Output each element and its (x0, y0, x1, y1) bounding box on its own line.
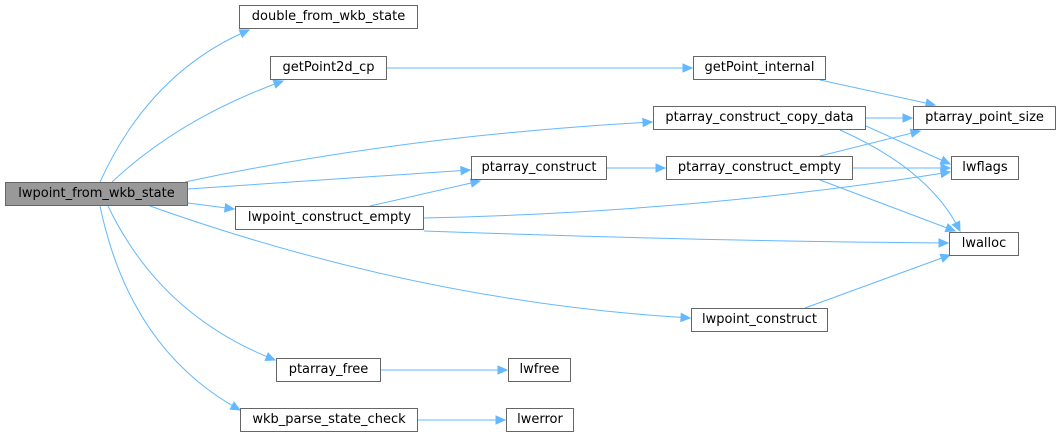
arrowhead-pccd-to-lwflags (939, 155, 952, 165)
edge-root-to-pccd (184, 121, 653, 183)
node-ptarray-point-size[interactable]: ptarray_point_size (913, 106, 1056, 130)
arrowhead-lpc-to-lwalloc (939, 253, 952, 263)
arrowhead-root-to-pc (460, 165, 472, 176)
arrowhead-pce-to-pps (909, 128, 922, 138)
arrowhead-gpi-to-pps (924, 98, 937, 108)
arrowhead-lce-to-lwalloc (938, 238, 950, 248)
node-ptarray-free[interactable]: ptarray_free (276, 358, 381, 382)
edge-root-to-pc (187, 169, 471, 190)
edge-root-to-paf (107, 205, 276, 361)
edge-root-to-lpc (149, 205, 691, 319)
node-lwalloc[interactable]: lwalloc (949, 232, 1019, 256)
edge-root-to-dfws (99, 29, 250, 183)
node-ptarray-construct-empty[interactable]: ptarray_construct_empty (666, 156, 853, 180)
arrowhead-lce-to-lwflags (939, 168, 952, 179)
node-getpoint2d-cp[interactable]: getPoint2d_cp (270, 56, 387, 80)
edge-lce-to-lwalloc (423, 230, 949, 244)
edge-pccd-to-lwalloc (839, 129, 961, 232)
edge-gpi-to-pps (819, 79, 936, 106)
node-lwpoint-construct[interactable]: lwpoint_construct (691, 308, 828, 332)
arrowhead-pccd-to-pps (902, 113, 914, 123)
node-lwfree[interactable]: lwfree (508, 358, 571, 382)
arrowhead-wpsc-to-lwerror (495, 415, 507, 425)
arrowhead-root-to-pccd (642, 117, 654, 128)
edge-pce-to-pps (819, 130, 921, 157)
arrowhead-pccd-to-lwalloc (951, 220, 961, 233)
edge-root-to-wpsc (99, 205, 241, 411)
arrowhead-root-to-lce (223, 203, 236, 213)
edge-pccd-to-lwflags (865, 125, 951, 165)
arrowhead-pce-to-lwalloc (944, 223, 957, 233)
node-wkb-parse-state-check[interactable]: wkb_parse_state_check (240, 408, 418, 432)
node-lwpoint-from-wkb-state[interactable]: lwpoint_from_wkb_state (5, 182, 188, 206)
arrowhead-pc-to-pce (655, 163, 667, 173)
arrowhead-root-to-wpsc (229, 401, 242, 411)
arrowhead-lce-to-pc (469, 178, 482, 188)
node-ptarray-construct-copy-data[interactable]: ptarray_construct_copy_data (653, 106, 866, 130)
node-getpoint-internal[interactable]: getPoint_internal (693, 56, 826, 80)
arrowhead-root-to-gp2d (272, 79, 285, 89)
arrowhead-paf-to-lwfree (497, 365, 509, 375)
arrowhead-root-to-paf (264, 352, 277, 361)
node-double-from-wkb-state[interactable]: double_from_wkb_state (239, 5, 418, 29)
node-lwflags[interactable]: lwflags (951, 156, 1019, 180)
arrowhead-root-to-lpc (680, 312, 692, 323)
arrowhead-root-to-dfws (238, 29, 251, 39)
edge-root-to-gp2d (111, 80, 284, 183)
edge-lpc-to-lwalloc (804, 254, 951, 309)
arrowhead-gp2d-to-gpi (682, 63, 694, 73)
edge-lce-to-lwflags (423, 171, 951, 219)
node-lwerror[interactable]: lwerror (506, 408, 574, 432)
edge-pce-to-lwalloc (819, 179, 956, 232)
edge-lce-to-pc (369, 180, 481, 207)
node-ptarray-construct[interactable]: ptarray_construct (471, 156, 607, 180)
node-lwpoint-construct-empty[interactable]: lwpoint_construct_empty (235, 206, 424, 230)
